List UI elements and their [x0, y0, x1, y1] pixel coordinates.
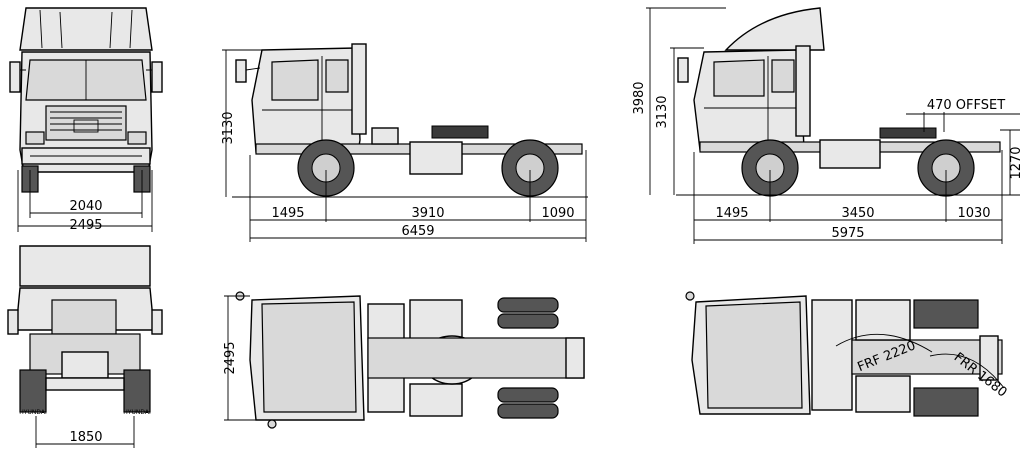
- side-a-front-overhang-label: 1495: [271, 206, 304, 221]
- side-a-rear-overhang-label: 1090: [541, 206, 574, 221]
- side-b-fifth-wheel-height-label: 1270: [1009, 146, 1024, 179]
- front-overall-width-label: 2495: [69, 218, 102, 233]
- side-b-cab-height-label: 3130: [655, 95, 670, 128]
- side-view-b: 3980 3130 470 OFFSET 1270 1495 3450 1030…: [632, 7, 1024, 244]
- front-track-width-label: 2040: [69, 199, 102, 214]
- side-b-offset-label: 470 OFFSET: [927, 98, 1005, 113]
- front-view: 2040 2495: [9, 7, 163, 233]
- side-b-overall-height-label: 3980: [632, 81, 647, 114]
- side-view-a: 3130 1495 3910 1090 6459: [221, 43, 588, 242]
- side-a-height-label: 3130: [221, 111, 236, 144]
- side-a-wheelbase-label: 3910: [411, 206, 444, 221]
- side-a-overall-length-label: 6459: [401, 224, 434, 239]
- top-a-width-label: 2495: [223, 341, 238, 374]
- side-b-wheelbase-label: 3450: [841, 206, 874, 221]
- rear-badge-right: HYUNDAI: [123, 409, 151, 416]
- side-b-front-overhang-label: 1495: [715, 206, 748, 221]
- top-view-b: FRF 2220 FRR 1680: [685, 291, 1010, 417]
- rear-badge-left: HYUNDAI: [19, 409, 47, 416]
- side-b-rear-overhang-label: 1030: [957, 206, 990, 221]
- top-view-a: 2495: [223, 291, 585, 429]
- rear-track-label: 1850: [69, 430, 102, 445]
- rear-view: HYUNDAI HYUNDAI 1850: [7, 245, 163, 448]
- side-b-overall-length-label: 5975: [831, 226, 864, 241]
